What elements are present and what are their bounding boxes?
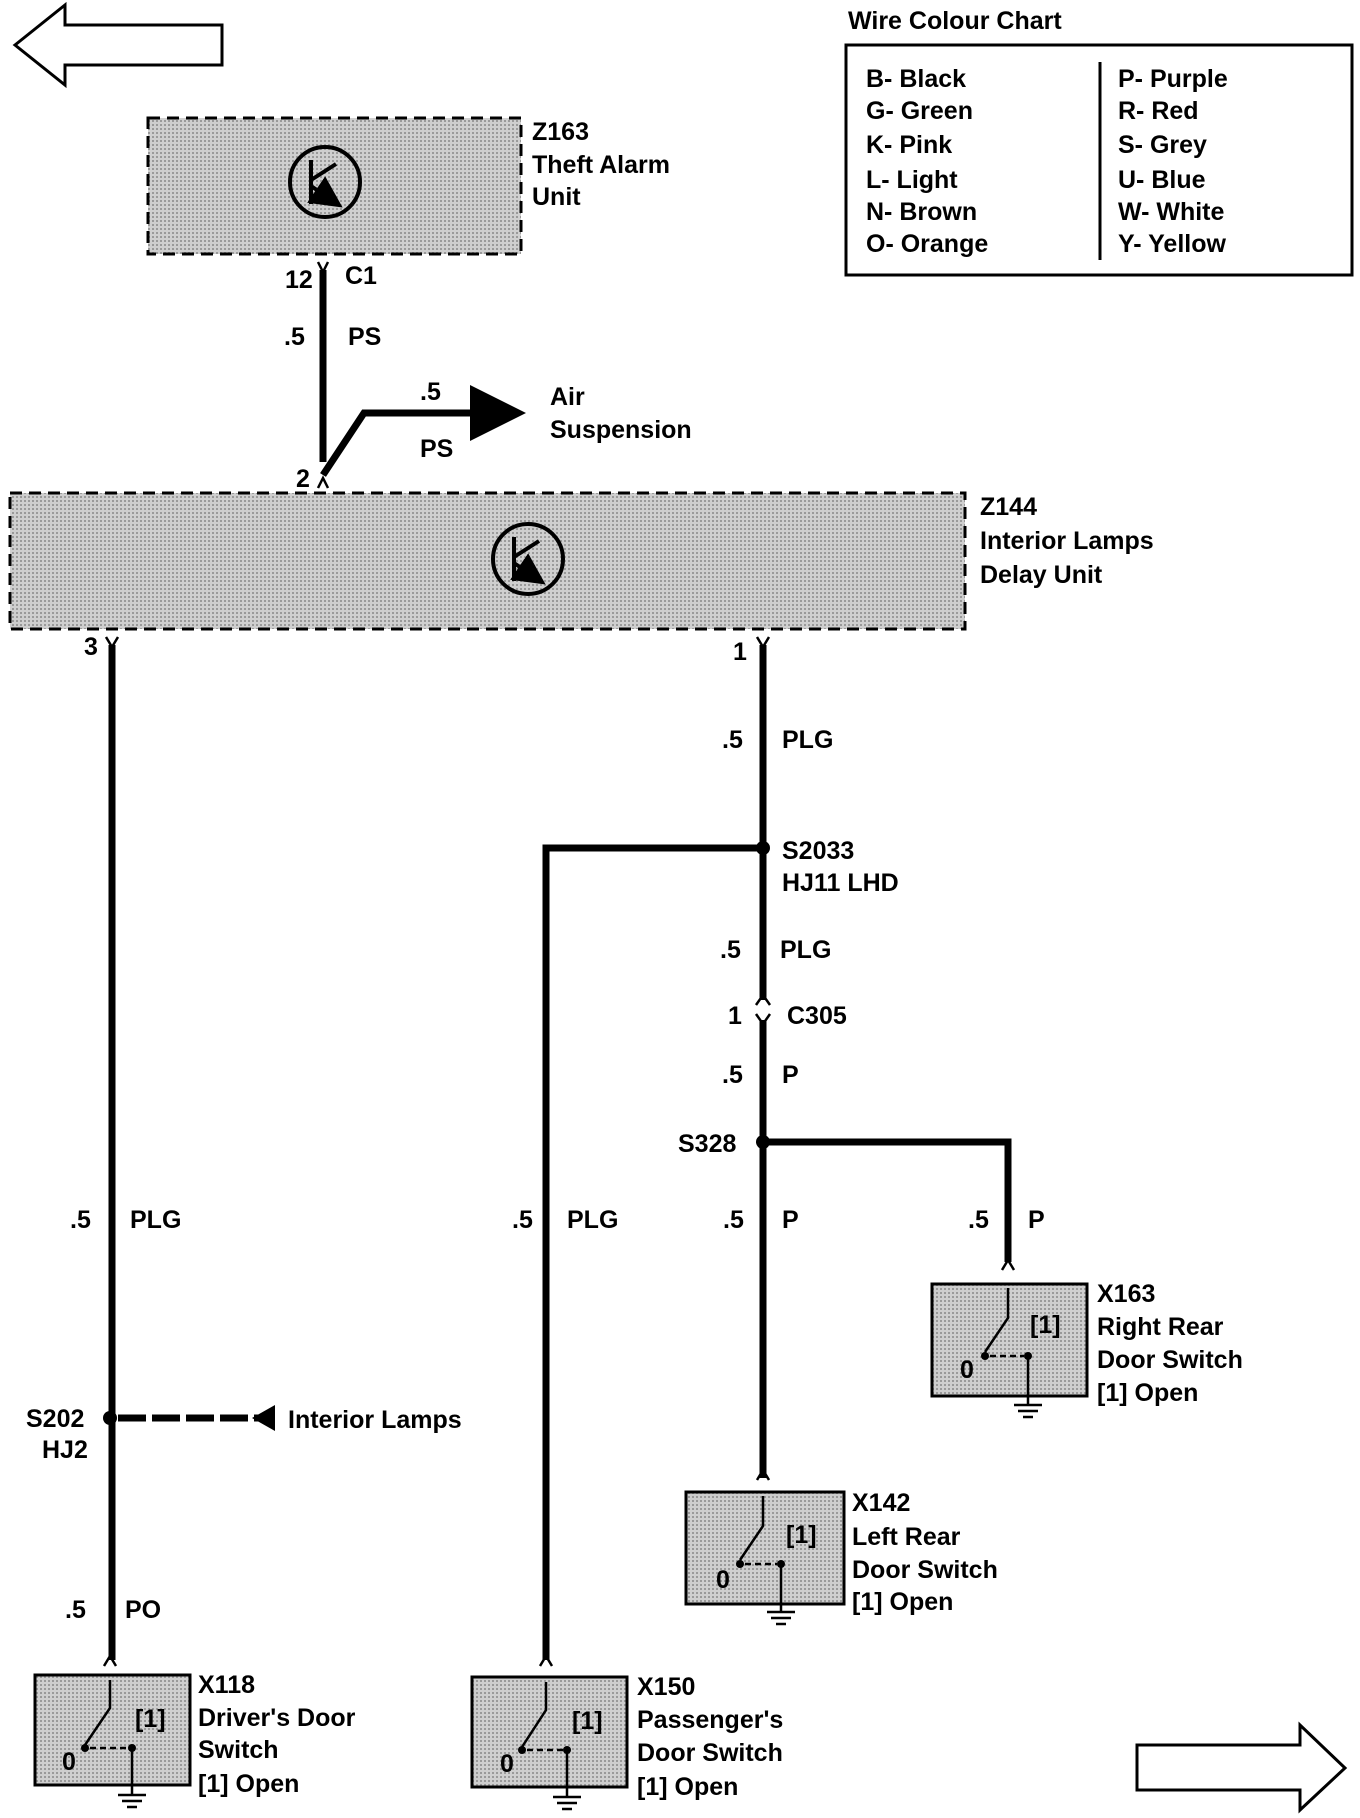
colour-code: O- Orange <box>866 230 988 258</box>
component-name: Driver's Door <box>198 1704 356 1732</box>
component-name: Theft Alarm <box>532 151 670 179</box>
splice-id: S202 <box>26 1405 84 1433</box>
component-name: Switch <box>198 1736 279 1764</box>
switch-state-note: [1] Open <box>1097 1379 1198 1407</box>
wire-colour: PS <box>420 435 453 463</box>
contact-ref: [1] <box>786 1521 817 1549</box>
component-name: Door Switch <box>1097 1346 1243 1374</box>
pin-number: 2 <box>296 465 310 493</box>
colour-code: L- Light <box>866 166 958 194</box>
wire-size: .5 <box>65 1596 86 1624</box>
arrow-right-icon[interactable] <box>1135 1721 1348 1814</box>
colour-code: N- Brown <box>866 198 977 226</box>
wire-size: .5 <box>722 726 743 754</box>
destination-label: Interior Lamps <box>288 1406 462 1434</box>
contact-zero: 0 <box>960 1356 974 1384</box>
destination-label: Air <box>550 383 585 411</box>
right-rear-door-switch: [1] 0 <box>930 1282 1089 1419</box>
wire-colour: PLG <box>567 1206 618 1234</box>
passengers-door-switch: [1] 0 <box>470 1675 629 1811</box>
wire-colour: P <box>782 1206 799 1234</box>
colour-code: S- Grey <box>1118 131 1207 159</box>
component-name: Door Switch <box>637 1739 783 1767</box>
harness-id: HJ2 <box>42 1436 88 1464</box>
transistor-icon <box>491 522 565 596</box>
wire-size: .5 <box>284 323 305 351</box>
left-rear-door-switch: [1] 0 <box>684 1490 846 1626</box>
pin-number: 1 <box>733 638 747 666</box>
wire-size: .5 <box>420 378 441 406</box>
drivers-door-switch: [1] 0 <box>33 1673 192 1809</box>
pin-number: 12 <box>285 266 313 294</box>
component-id: Z144 <box>980 493 1037 521</box>
switch-state-note: [1] Open <box>852 1588 953 1616</box>
wire-size: .5 <box>968 1206 989 1234</box>
interior-lamps-delay-unit: Z144 Interior Lamps Delay Unit <box>8 491 1154 631</box>
colour-code: R- Red <box>1118 97 1199 125</box>
contact-zero: 0 <box>62 1748 76 1776</box>
component-id: X142 <box>852 1489 910 1517</box>
wire-colour-chart: Wire Colour Chart B- Black G- Green K- P… <box>844 7 1354 277</box>
wire-colour: PLG <box>130 1206 181 1234</box>
colour-code: Y- Yellow <box>1118 230 1226 258</box>
wire-size: .5 <box>722 1061 743 1089</box>
component-id: X150 <box>637 1673 695 1701</box>
switch-state-note: [1] Open <box>637 1773 738 1801</box>
wire-colour: PLG <box>780 936 831 964</box>
wire-colour: PS <box>348 323 381 351</box>
harness-id: HJ11 LHD <box>782 869 899 897</box>
theft-alarm-unit: Z163 Theft Alarm Unit <box>146 116 670 256</box>
component-id: X163 <box>1097 1280 1155 1308</box>
splice-id: S2033 <box>782 837 854 865</box>
component-name: Delay Unit <box>980 561 1103 589</box>
component-id: X118 <box>198 1671 255 1699</box>
pin-number: 3 <box>84 633 98 661</box>
component-id: Z163 <box>532 118 589 146</box>
colour-code: U- Blue <box>1118 166 1206 194</box>
component-name: Unit <box>532 183 581 211</box>
colour-code: W- White <box>1118 198 1225 226</box>
wire-size: .5 <box>70 1206 91 1234</box>
c305-connector <box>754 992 772 1027</box>
wire-size: .5 <box>512 1206 533 1234</box>
component-name: Interior Lamps <box>980 527 1154 555</box>
transistor-icon <box>288 145 362 219</box>
pin-number: 1 <box>728 1002 742 1030</box>
contact-ref: [1] <box>135 1705 166 1733</box>
arrow-left-icon[interactable] <box>12 1 224 89</box>
colour-code: B- Black <box>866 65 966 93</box>
connector-id: C305 <box>787 1002 847 1030</box>
contact-ref: [1] <box>1030 1311 1061 1339</box>
wire-colour: PO <box>125 1596 161 1624</box>
colour-code: G- Green <box>866 97 973 125</box>
component-name: Door Switch <box>852 1556 998 1584</box>
component-name: Passenger's <box>637 1706 783 1734</box>
wire-size: .5 <box>723 1206 744 1234</box>
wire-colour-chart-title: Wire Colour Chart <box>848 7 1062 35</box>
connector-id: C1 <box>345 262 377 290</box>
splice-id: S328 <box>678 1130 736 1158</box>
wire-colour: PLG <box>782 726 833 754</box>
destination-label: Suspension <box>550 416 692 444</box>
component-name: Left Rear <box>852 1523 961 1551</box>
wire-colour: P <box>1028 1206 1045 1234</box>
switch-state-note: [1] Open <box>198 1770 299 1798</box>
contact-ref: [1] <box>572 1707 603 1735</box>
wire-size: .5 <box>720 936 741 964</box>
contact-zero: 0 <box>500 1750 514 1778</box>
component-name: Right Rear <box>1097 1313 1224 1341</box>
colour-code: K- Pink <box>866 131 952 159</box>
contact-zero: 0 <box>716 1566 730 1594</box>
wire-colour: P <box>782 1061 799 1089</box>
colour-code: P- Purple <box>1118 65 1228 93</box>
